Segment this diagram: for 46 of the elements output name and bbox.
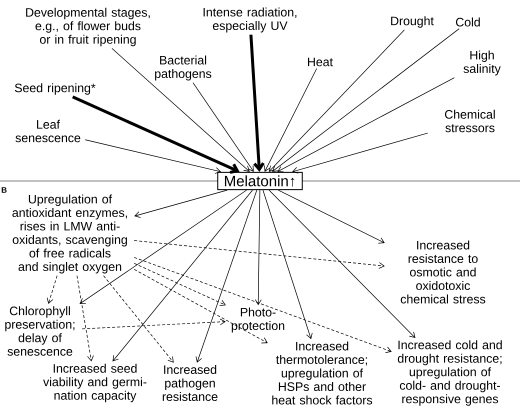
label-text: Increased thermotolerance; upregulation of HSPs and other heat shock factors — [272, 341, 372, 404]
melatonin-box: Melatonin↑ — [217, 172, 303, 190]
label-text: Seed ripening* — [14, 83, 96, 95]
arrow — [249, 34, 265, 172]
arrow — [79, 190, 247, 304]
arrow — [264, 68, 318, 172]
arrow — [278, 190, 385, 244]
label-text: Chemical stressors — [445, 110, 495, 132]
label-text: Increased cold and drought resistance; upregulation of cold- and drought- responsive genes — [398, 340, 502, 406]
label-text: Upregulation of antioxidant enzymes, rises in LMW anti- oxidants, scavenging of free radicals and singlet oxygen — [12, 194, 127, 274]
arrow — [268, 30, 405, 172]
arrow — [277, 77, 455, 172]
label-text: High salinity — [464, 50, 501, 76]
label-text: Increased seed viability and germi- nation capacity — [43, 364, 146, 402]
arrow — [134, 262, 226, 306]
arrow — [254, 190, 262, 306]
label-text: Developmental stages, e.g., of flower buds or in fruit ripening — [26, 8, 150, 46]
arrow — [46, 275, 58, 304]
label-text: Increased pathogen resistance — [162, 364, 218, 401]
panel-letter: B — [2, 187, 7, 193]
arrow — [103, 275, 174, 363]
arrow — [196, 190, 258, 363]
arrow — [76, 275, 94, 362]
label-text: Cold — [456, 17, 480, 27]
arrow — [134, 257, 392, 353]
label-text: Heat — [308, 58, 333, 66]
arrow — [192, 82, 254, 172]
label-text: Chlorophyll preservation; delay of senescence — [5, 306, 74, 356]
arrow — [112, 48, 250, 172]
arrow — [262, 190, 313, 340]
arrow — [268, 190, 416, 338]
label-text: Photo- protection — [232, 308, 284, 332]
arrow — [84, 139, 222, 174]
arrow — [112, 190, 253, 362]
label-text: Increased resistance to osmotic and oxidotoxic chemical stress — [400, 240, 486, 304]
arrow — [134, 269, 268, 344]
label-text: Bacterial pathogens — [155, 56, 212, 80]
arrow — [272, 28, 460, 172]
label-text: Leaf senescence — [16, 120, 80, 142]
arrow — [82, 318, 226, 330]
arrow — [134, 240, 385, 269]
label-text: Drought — [391, 16, 434, 28]
arrow — [134, 190, 228, 218]
arrow — [292, 132, 428, 174]
arrow — [72, 96, 240, 174]
label-text: Intense radiation, especially UV — [204, 8, 296, 32]
